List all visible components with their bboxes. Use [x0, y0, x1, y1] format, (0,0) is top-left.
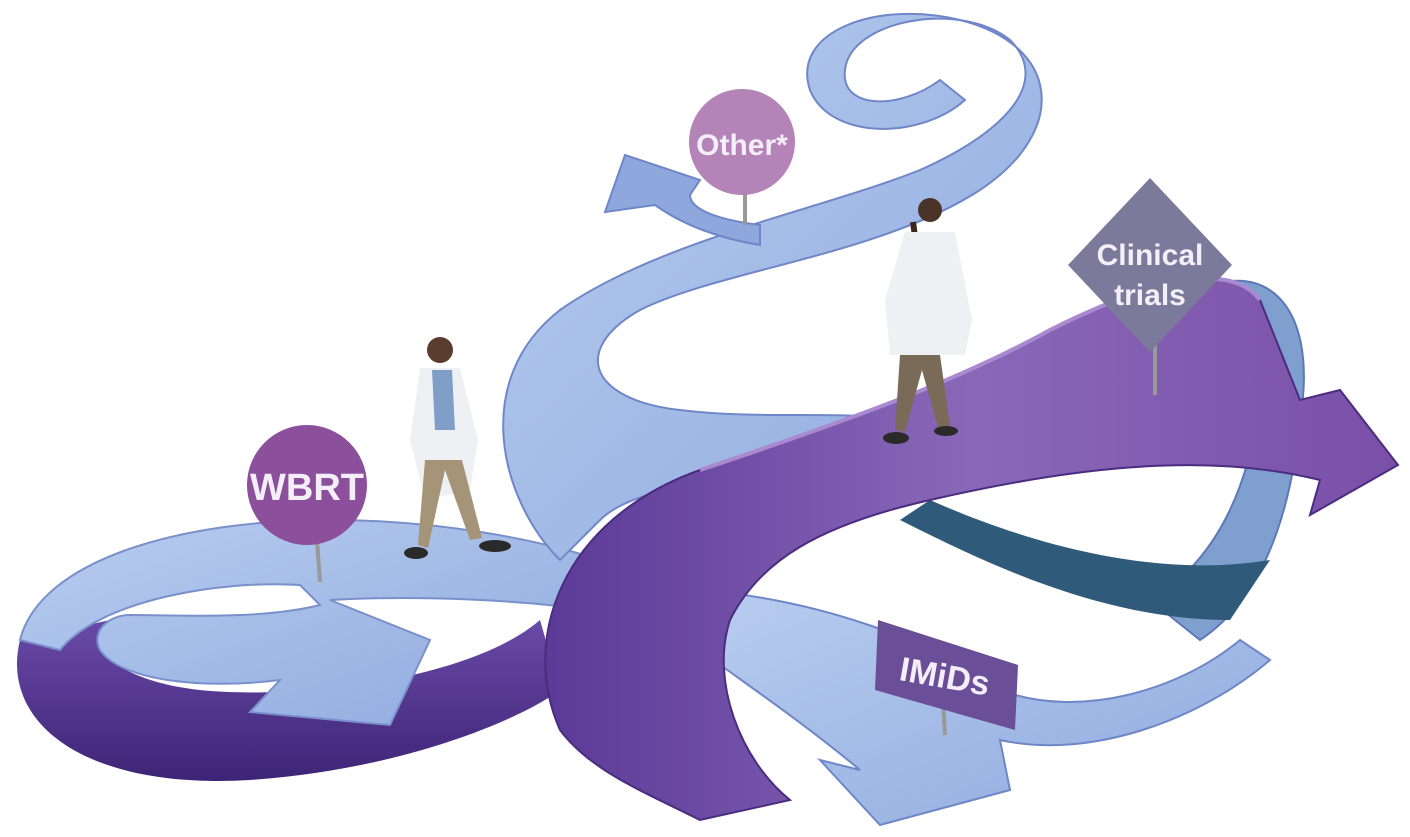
blue-path-s-curve	[502, 12, 1043, 562]
imids-sign: IMiDs	[875, 620, 1018, 736]
man-figure	[404, 337, 511, 559]
clinical-trials-sign: Clinical trials	[1068, 178, 1232, 395]
woman-figure	[883, 198, 972, 444]
wbrt-sign: WBRT	[247, 425, 367, 583]
wbrt-label: WBRT	[250, 467, 364, 509]
dark-underside-right	[900, 500, 1270, 620]
other-label: Other*	[696, 129, 788, 162]
other-sign: Other*	[689, 89, 795, 225]
blue-branch-other	[603, 153, 761, 247]
clinical-label-line1: Clinical	[1097, 239, 1204, 272]
clinical-label-line2: trials	[1114, 279, 1186, 312]
